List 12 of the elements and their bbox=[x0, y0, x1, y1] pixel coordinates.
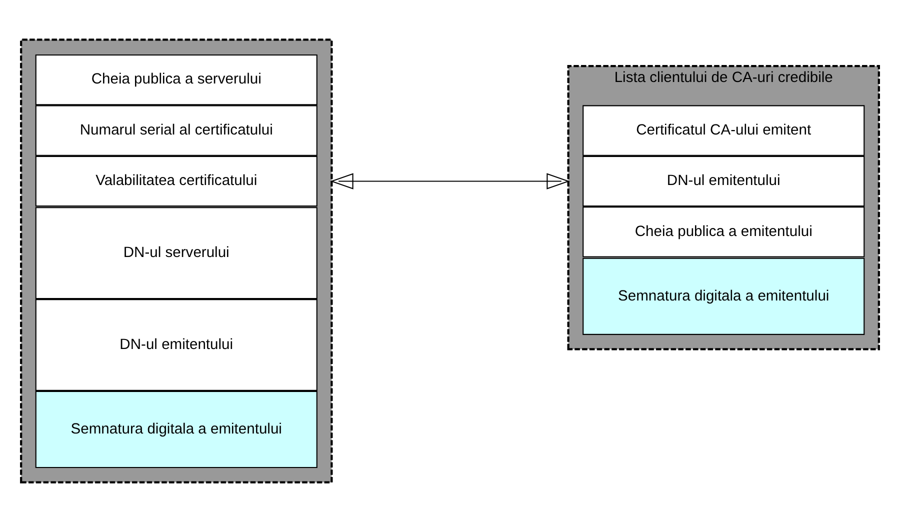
node-box: DN-ul emitentului bbox=[582, 156, 865, 207]
node-box: Cheia publica a serverului bbox=[35, 54, 318, 106]
node-box: Numarul serial al certificatului bbox=[35, 105, 318, 156]
node-box: Semnatura digitala a emitentului bbox=[582, 258, 865, 335]
node-box: Semnatura digitala a emitentului bbox=[35, 390, 318, 468]
node-box: Certificatul CA-ului emitent bbox=[582, 105, 865, 156]
cluster bbox=[20, 38, 333, 484]
arrow bbox=[330, 173, 570, 190]
node-box: DN-ul emitentului bbox=[35, 299, 318, 391]
node-box: Cheia publica a emitentului bbox=[582, 206, 865, 258]
node-box: DN-ul serverului bbox=[35, 207, 318, 300]
node-box: Valabilitatea certificatului bbox=[35, 156, 318, 207]
